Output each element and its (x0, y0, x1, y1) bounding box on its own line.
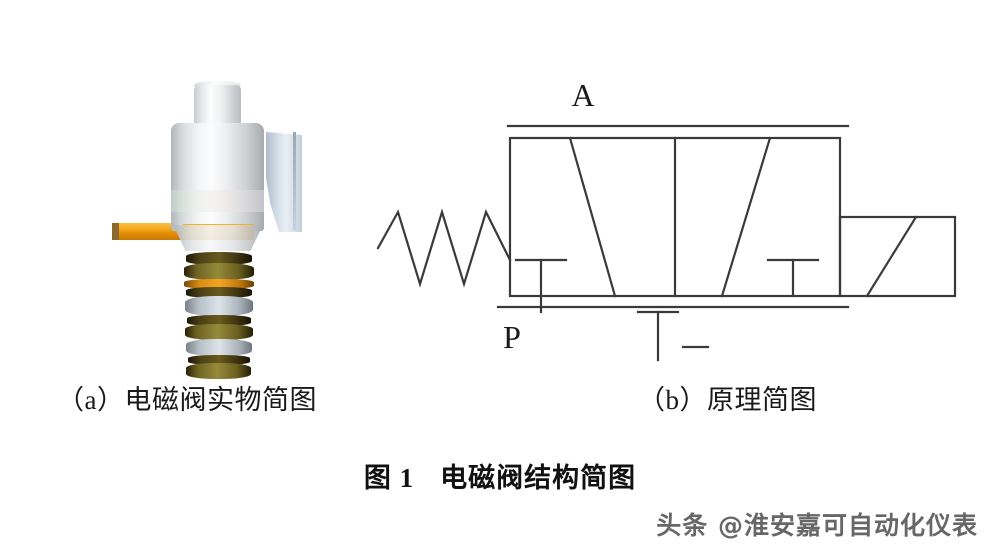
valve-ring-0 (186, 252, 252, 265)
connector-edge (293, 132, 296, 230)
valve-ring-8 (188, 355, 250, 365)
port-p-label: P (503, 319, 521, 355)
caption-b: （b）原理简图 (638, 385, 817, 415)
valve-body-sheen (171, 190, 264, 212)
valve-cap (194, 85, 241, 127)
valve-schematic-panel: A P (370, 60, 980, 370)
valve-diagonal-right (720, 136, 772, 298)
port-a-label: A (571, 77, 594, 113)
orange-wire (112, 223, 190, 240)
valve-ring-1 (184, 263, 254, 280)
valve-diagonal-left (568, 136, 617, 298)
figure-title-text: 电磁阀结构简图 (440, 463, 637, 493)
valve-ring-2 (184, 279, 254, 289)
watermark: 头条 @淮安嘉可自动化仪表 (656, 511, 978, 540)
solenoid-valve-photo-panel (60, 30, 360, 379)
wire-tip (112, 223, 119, 240)
return-spring-icon (376, 208, 512, 288)
figure-number: 图 1 (363, 463, 415, 493)
valve-ring-3 (186, 287, 252, 298)
figure-title: 图 1 电磁阀结构简图 (0, 456, 1000, 495)
solenoid-actuator-box (838, 215, 957, 298)
electrical-connector (266, 132, 302, 232)
valve-schematic-svg: A P (376, 77, 957, 362)
valve-ring-7 (186, 339, 252, 356)
caption-a: （a）电磁阀实物简图 (57, 385, 317, 415)
valve-ring-5 (187, 315, 251, 326)
valve-body-cylinder (171, 123, 264, 231)
solenoid-valve-photo (60, 30, 360, 379)
valve-ring-6 (185, 324, 253, 340)
valve-shoulder (173, 225, 263, 251)
valve-ring-9 (186, 363, 251, 379)
valve-ring-4 (185, 296, 253, 316)
solenoid-diagonal (865, 215, 918, 298)
